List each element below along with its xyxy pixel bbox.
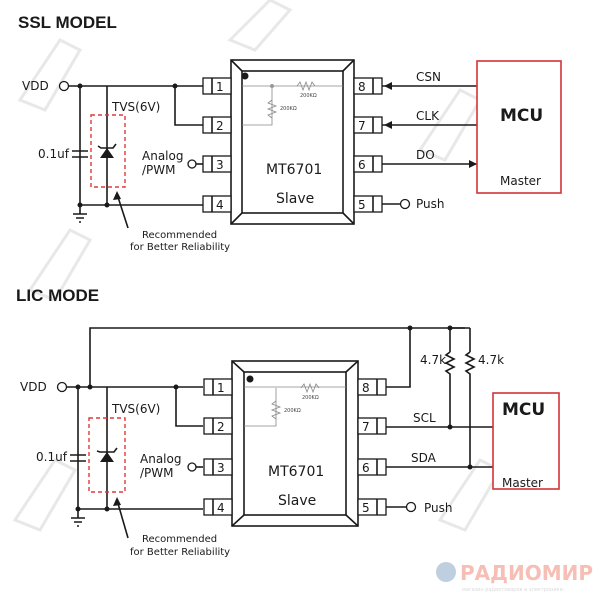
- lic-pins-right: 8 7 6 5: [357, 378, 387, 516]
- lic-pullup1: [444, 328, 456, 427]
- svg-text:1: 1: [217, 381, 225, 395]
- lic-ground-icon: [71, 509, 85, 527]
- lic-chip-name: MT6701: [268, 464, 324, 480]
- lic-mcu-label: MCU: [502, 400, 545, 420]
- ssl-section: SSL MODEL VDD 0.1uf TVS(6V) Analog /PWM …: [18, 13, 562, 253]
- watermark-logo: РАДИОМИР магазин радиотоваров и электрон…: [436, 561, 593, 593]
- ssl-do-label: DO: [416, 148, 435, 162]
- lic-note-line2: for Better Reliability: [130, 547, 230, 558]
- ssl-csn-label: CSN: [416, 70, 441, 84]
- svg-text:6: 6: [362, 461, 370, 475]
- ssl-cap-label: 0.1uf: [38, 147, 70, 161]
- svg-text:4: 4: [216, 198, 224, 212]
- lic-tvs-box: [88, 417, 126, 493]
- lic-title: LIC MODE: [16, 286, 99, 305]
- lic-res2-label: 200KΩ: [284, 408, 301, 414]
- ssl-chip-role: Slave: [276, 191, 314, 207]
- lic-tvs-label: TVS(6V): [111, 402, 160, 416]
- svg-text:4: 4: [217, 501, 225, 515]
- svg-text:3: 3: [217, 461, 225, 475]
- lic-master-label: Master: [502, 476, 543, 490]
- ssl-pins-right: 8 7 6 5: [353, 77, 383, 213]
- lic-push-label: Push: [424, 501, 453, 515]
- ssl-analog-label: Analog: [142, 149, 183, 163]
- svg-text:8: 8: [358, 80, 366, 94]
- ssl-ground-icon: [73, 205, 87, 223]
- ssl-pwm-label: /PWM: [142, 163, 176, 177]
- ssl-vdd-label: VDD: [22, 79, 49, 93]
- lic-tvs-diode-icon: [100, 452, 114, 462]
- lic-cap-label: 0.1uf: [36, 450, 68, 464]
- ssl-pins-left: 1 2 3 4: [202, 77, 232, 213]
- lic-pullup1-label: 4.7k: [420, 353, 446, 367]
- svg-text:5: 5: [358, 198, 366, 212]
- ssl-chip-name: MT6701: [266, 162, 322, 178]
- ssl-res2-label: 200KΩ: [280, 106, 297, 112]
- lic-sda-label: SDA: [411, 451, 437, 465]
- lic-section: LIC MODE VDD 0.1uf TVS(6V) Analog /PWM R…: [16, 286, 560, 558]
- svg-text:7: 7: [362, 420, 370, 434]
- ssl-res1-label: 200KΩ: [300, 93, 317, 99]
- ssl-note-line2: for Better Reliability: [130, 242, 230, 253]
- svg-text:магазин радиотоваров и электро: магазин радиотоваров и электроники: [462, 587, 563, 593]
- svg-text:РАДИОМИР: РАДИОМИР: [460, 561, 593, 585]
- svg-text:2: 2: [217, 420, 225, 434]
- lic-vdd-label: VDD: [20, 380, 47, 394]
- ssl-tvs-diode-icon: [100, 148, 114, 158]
- lic-pins-left: 1 2 3 4: [203, 378, 233, 516]
- lic-pwm-label: /PWM: [140, 466, 174, 480]
- lic-pullup2-label: 4.7k: [478, 353, 504, 367]
- svg-text:1: 1: [216, 80, 224, 94]
- lic-chip-role: Slave: [278, 493, 316, 509]
- ssl-tvs-box: [90, 114, 126, 188]
- ssl-tvs-label: TVS(6V): [111, 100, 160, 114]
- ssl-vdd-terminal: [58, 80, 70, 92]
- svg-text:6: 6: [358, 158, 366, 172]
- lic-pullup2: [464, 328, 476, 467]
- ssl-clk-label: CLK: [416, 109, 440, 123]
- lic-note-line1: Recommended: [142, 534, 217, 545]
- svg-text:2: 2: [216, 119, 224, 133]
- lic-analog-label: Analog: [140, 452, 181, 466]
- lic-mcu-box: [492, 392, 560, 490]
- ssl-mcu-box: [476, 60, 562, 194]
- svg-text:3: 3: [216, 158, 224, 172]
- ssl-title: SSL MODEL: [18, 13, 117, 32]
- ssl-push-label: Push: [416, 197, 445, 211]
- svg-text:8: 8: [362, 381, 370, 395]
- ssl-note-line1: Recommended: [142, 230, 217, 241]
- logo-globe-icon: [436, 562, 456, 582]
- lic-res1-label: 200KΩ: [302, 395, 319, 401]
- lic-scl-label: SCL: [413, 411, 436, 425]
- ssl-master-label: Master: [500, 174, 541, 188]
- svg-text:5: 5: [362, 501, 370, 515]
- ssl-mcu-label: MCU: [500, 106, 543, 126]
- svg-text:7: 7: [358, 119, 366, 133]
